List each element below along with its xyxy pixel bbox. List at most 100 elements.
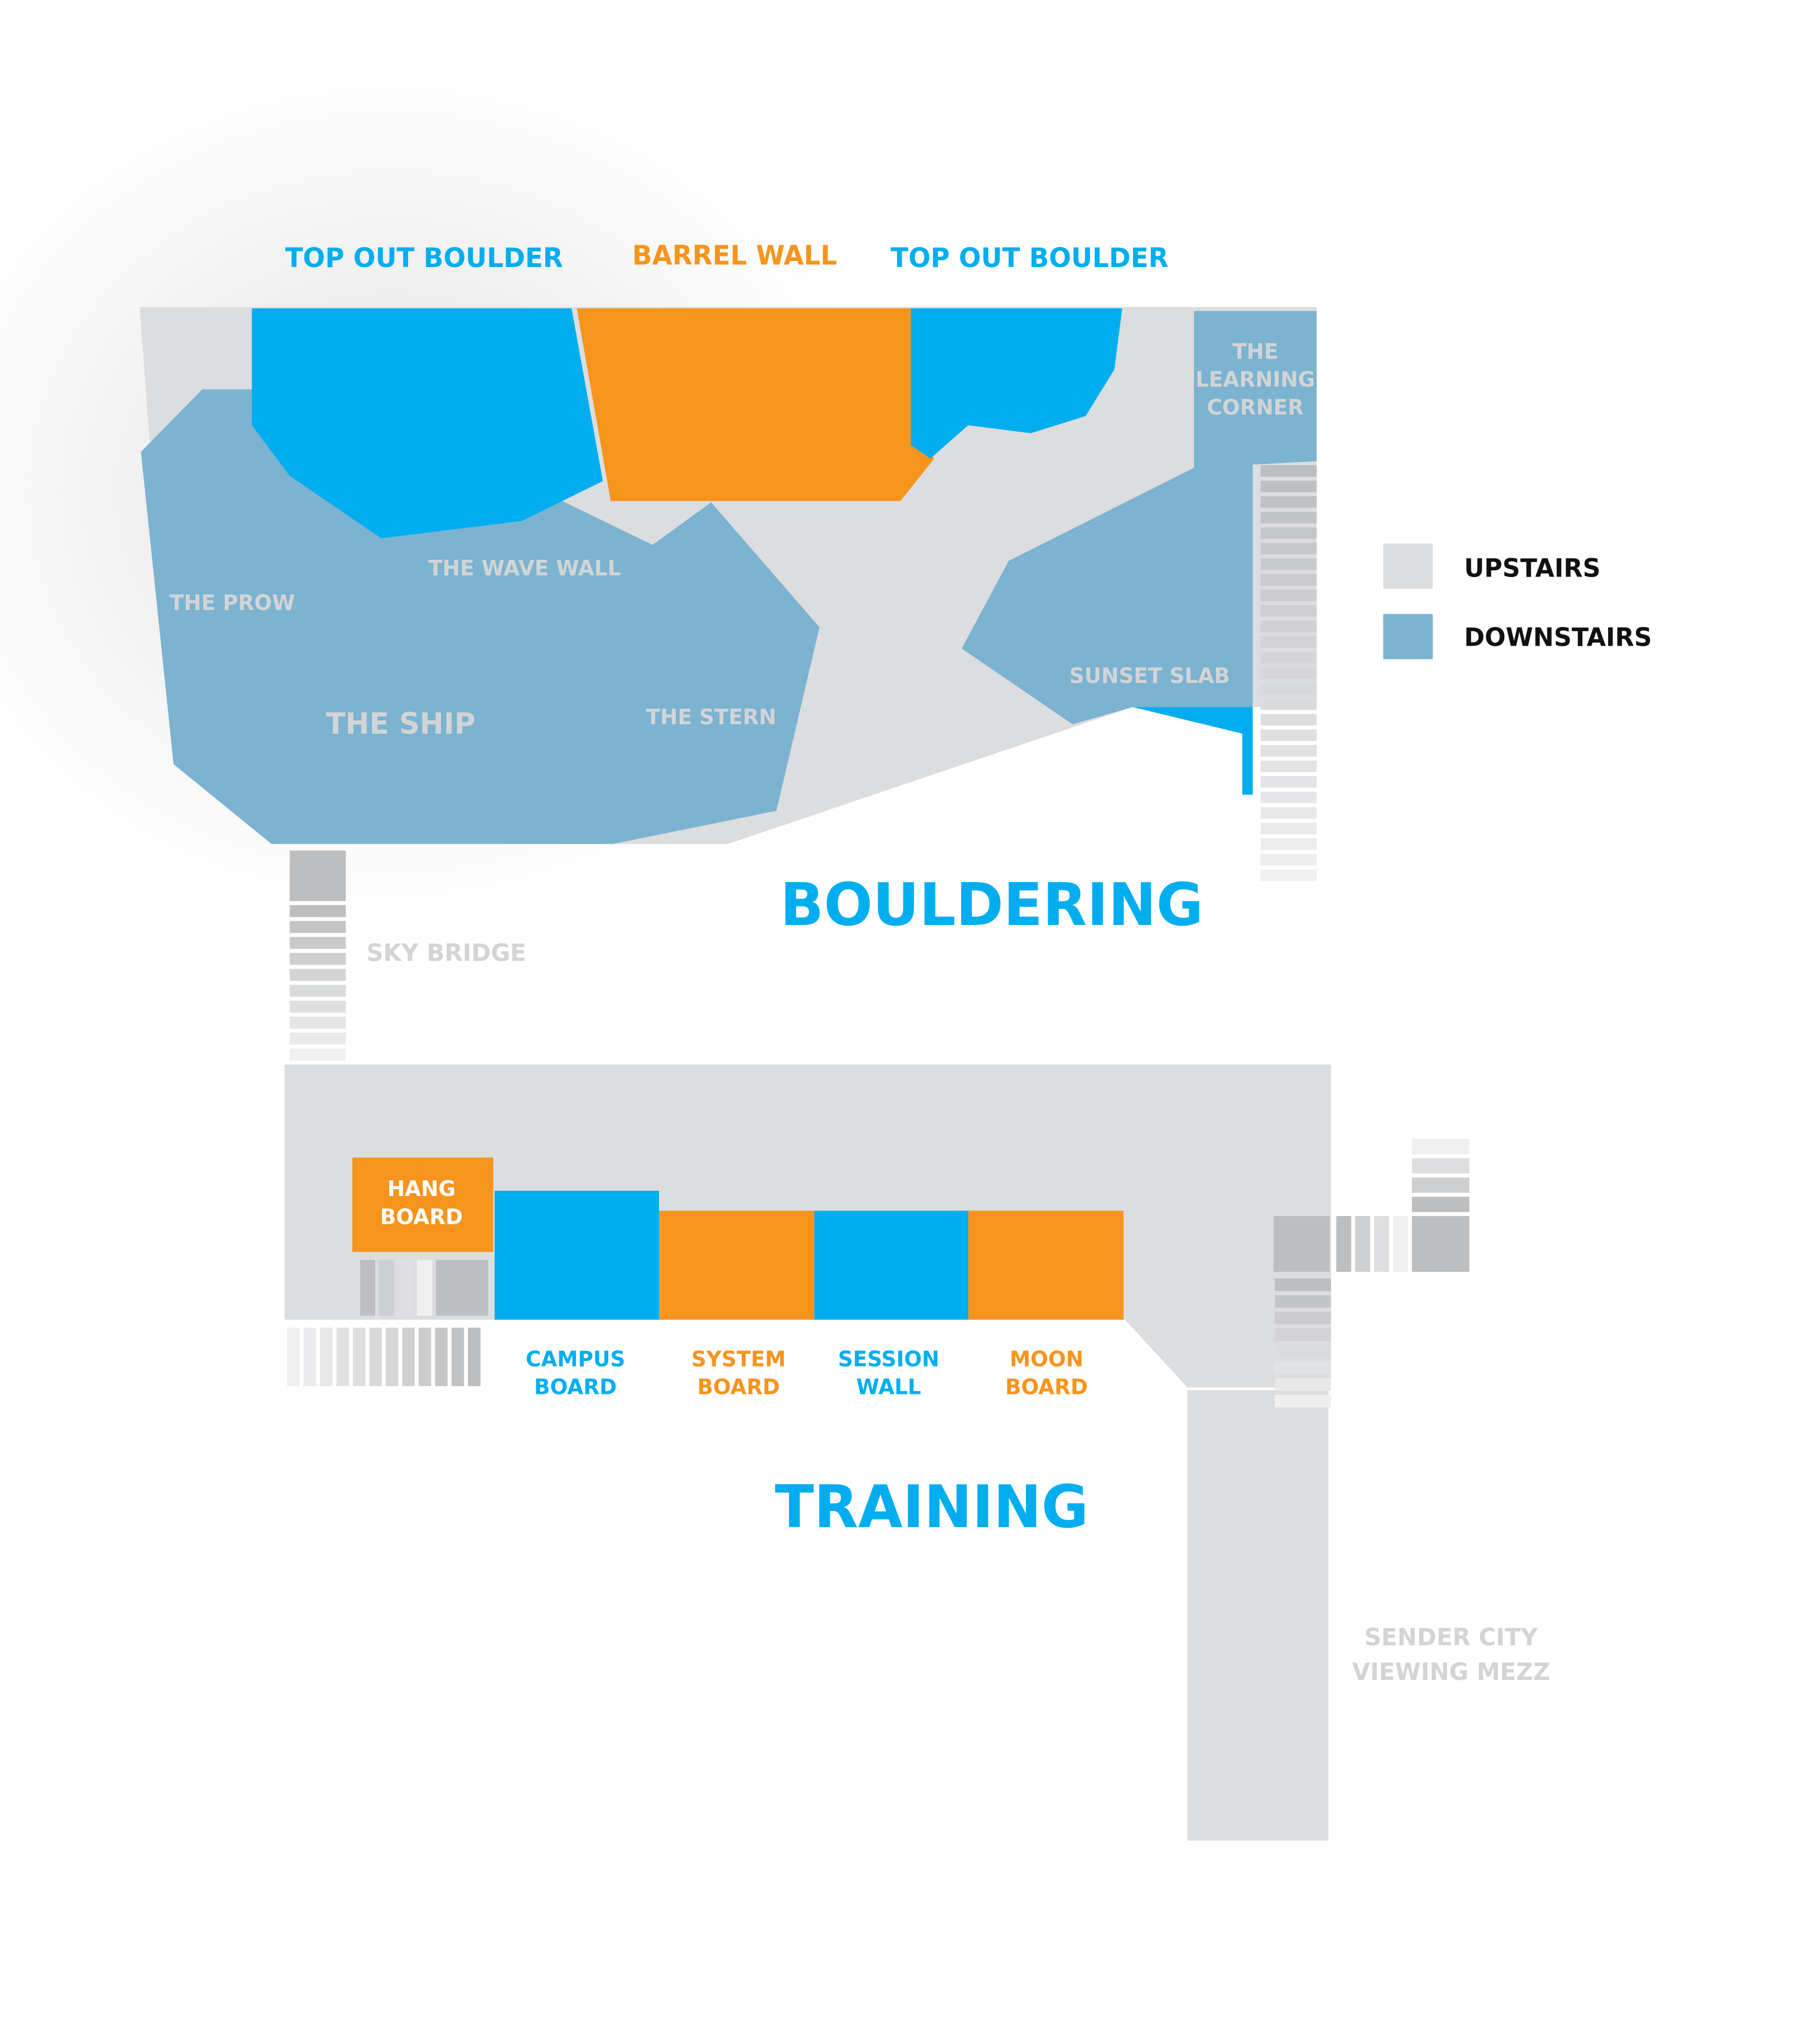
stair-step <box>1275 1295 1331 1308</box>
training-area <box>284 1064 1331 1841</box>
bouldering-title: BOULDERING <box>780 871 1203 939</box>
stair-step <box>289 953 346 965</box>
stair-step <box>1412 1177 1470 1193</box>
top-out-boulder-left-label: TOP OUT BOULDER <box>285 243 563 274</box>
stair-step <box>289 1016 346 1029</box>
stair-step <box>352 1328 366 1387</box>
the-wave-wall-label: THE WAVE WALL <box>428 556 621 580</box>
stair-step <box>1260 714 1317 726</box>
hang-board[interactable] <box>352 1157 493 1252</box>
stair-landing <box>289 850 346 902</box>
stair-step <box>1275 1311 1331 1325</box>
session-wall-label-2: WALL <box>856 1374 921 1399</box>
stair-step <box>287 1328 300 1387</box>
stair-step <box>402 1328 415 1387</box>
stair-step <box>1275 1362 1331 1374</box>
sunset-slab-zone[interactable] <box>961 461 1253 725</box>
legend-upstairs-swatch <box>1383 543 1433 589</box>
stair-step <box>1336 1216 1352 1272</box>
stair-step <box>1275 1394 1331 1408</box>
moon-board-label-1: MOON <box>1010 1346 1083 1371</box>
stair-step <box>303 1328 316 1387</box>
sunset-slab-label: SUNSET SLAB <box>1069 663 1230 688</box>
stair-step <box>289 1048 346 1061</box>
stairs-sky-bridge <box>289 850 346 1061</box>
the-learning-corner-label-2: LEARNING <box>1195 367 1315 391</box>
stair-step <box>418 1328 432 1387</box>
top-out-boulder-right[interactable] <box>911 308 1122 459</box>
stair-step <box>379 1260 394 1316</box>
stairs-mezzanine <box>1274 1139 1470 1408</box>
barrel-wall[interactable] <box>577 308 935 501</box>
stair-step <box>369 1328 382 1387</box>
the-prow-label: THE PROW <box>170 590 295 615</box>
stair-step <box>1260 574 1317 586</box>
top-out-boulder-left[interactable] <box>251 308 603 539</box>
the-ship-label: THE SHIP <box>326 707 475 741</box>
campus-board-label-2: BOARD <box>534 1374 617 1399</box>
stair-step <box>1260 589 1317 602</box>
stairs-hang-board <box>360 1260 488 1316</box>
stair-landing <box>435 1260 488 1316</box>
stair-step <box>319 1328 333 1387</box>
stair-step <box>289 905 346 917</box>
system-board-label-1: SYSTEM <box>691 1346 786 1371</box>
stair-step <box>360 1260 375 1316</box>
stair-landing <box>1274 1216 1330 1272</box>
stair-step <box>435 1328 448 1387</box>
hang-board-label-1: HANG <box>388 1176 456 1201</box>
stair-step <box>451 1328 464 1387</box>
stair-step <box>385 1328 399 1387</box>
learning-corner-zone[interactable] <box>1194 311 1317 468</box>
stair-step <box>1260 496 1317 508</box>
bouldering-area <box>139 307 1317 844</box>
stair-step <box>1260 651 1317 663</box>
sunset-slab-strip[interactable] <box>1132 707 1253 795</box>
the-ship-zone[interactable] <box>141 389 820 844</box>
stair-step <box>1275 1378 1331 1391</box>
campus-board[interactable] <box>494 1190 659 1320</box>
stair-step <box>1260 605 1317 617</box>
stair-step <box>417 1260 432 1316</box>
stair-step <box>1260 465 1317 477</box>
stair-step <box>1260 682 1317 695</box>
hang-board-label-2: BOARD <box>380 1204 463 1229</box>
stair-step <box>336 1328 349 1387</box>
campus-board-label-1: CAMPUS <box>526 1346 625 1371</box>
stair-step <box>1260 511 1317 524</box>
sender-city-viewing-mezz-floor <box>1187 1390 1329 1841</box>
sender-city-label-1: SENDER CITY <box>1364 1624 1538 1651</box>
stair-step <box>1260 558 1317 570</box>
moon-board[interactable] <box>968 1210 1124 1320</box>
moon-board-label-2: BOARD <box>1005 1374 1088 1399</box>
stair-step <box>1260 838 1317 850</box>
stairs-training-left <box>287 1328 481 1387</box>
stair-landing <box>1412 1216 1470 1272</box>
session-wall[interactable] <box>814 1210 969 1320</box>
stair-step <box>289 1000 346 1013</box>
stair-step <box>1260 698 1317 710</box>
stair-step <box>1260 729 1317 742</box>
top-out-boulder-right-label: TOP OUT BOULDER <box>890 243 1168 274</box>
session-wall-label-1: SESSION <box>838 1346 940 1371</box>
stair-step <box>1260 761 1317 772</box>
stair-step <box>1275 1345 1331 1358</box>
stair-step <box>1412 1158 1470 1174</box>
stair-step <box>1260 745 1317 757</box>
stair-step <box>1260 667 1317 679</box>
sky-bridge-label: SKY BRIDGE <box>366 939 526 967</box>
legend-downstairs-label: DOWNSTAIRS <box>1464 622 1652 652</box>
system-board[interactable] <box>659 1210 815 1320</box>
barrel-wall-label: BARREL WALL <box>632 240 837 272</box>
stair-step <box>1275 1278 1331 1291</box>
stair-step <box>1260 636 1317 648</box>
stair-step <box>1393 1216 1408 1272</box>
stair-step <box>289 985 346 997</box>
sender-city-label-2: VIEWING MEZZ <box>1352 1659 1550 1686</box>
legend: UPSTAIRS DOWNSTAIRS <box>1383 543 1652 660</box>
stair-step <box>289 968 346 981</box>
stair-step <box>398 1260 413 1316</box>
the-learning-corner-label-1: THE <box>1232 339 1278 364</box>
the-stern-label: THE STERN <box>646 705 777 729</box>
